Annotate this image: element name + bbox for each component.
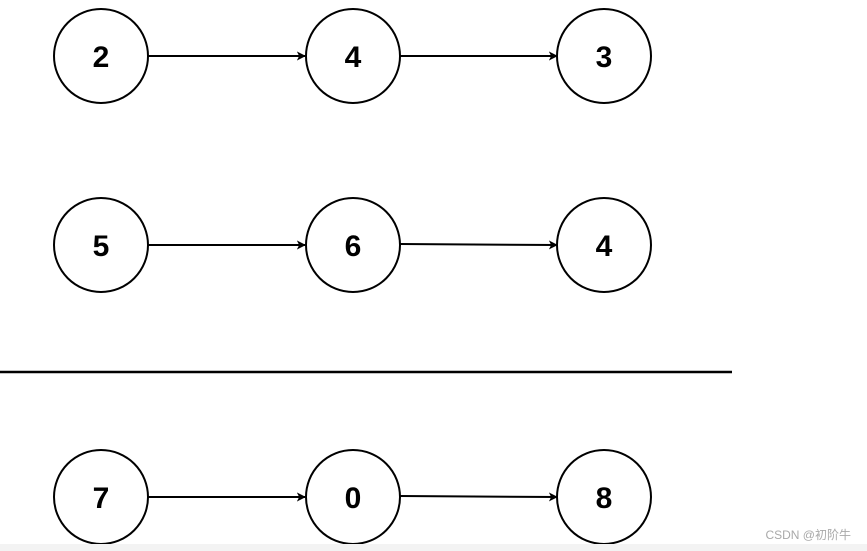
list-2: 5 6 4 [53, 197, 652, 293]
list-node: 3 [556, 8, 652, 104]
node-value: 4 [596, 230, 613, 263]
node-circle [53, 197, 149, 293]
node-value: 7 [93, 482, 110, 515]
node-value: 8 [596, 482, 613, 515]
list-node: 0 [305, 449, 401, 545]
list-node: 4 [556, 197, 652, 293]
list-node: 8 [556, 449, 652, 545]
list-1: 2 4 3 [53, 8, 652, 104]
bottom-strip [0, 544, 867, 551]
node-value: 6 [345, 230, 362, 263]
list-3: 7 0 8 [53, 449, 652, 545]
node-value: 2 [93, 41, 110, 74]
node-value: 3 [596, 41, 613, 74]
list-node: 2 [53, 8, 149, 104]
watermark-text: CSDN @初阶牛 [765, 528, 851, 542]
node-value: 0 [345, 482, 362, 515]
node-circle [305, 8, 401, 104]
node-circle [556, 8, 652, 104]
list-node: 6 [305, 197, 401, 293]
list-node: 5 [53, 197, 149, 293]
list-node: 4 [305, 8, 401, 104]
node-circle [53, 8, 149, 104]
arrow-2-2 [399, 240, 558, 250]
list-node: 7 [53, 449, 149, 545]
node-circle [305, 197, 401, 293]
node-value: 4 [345, 41, 362, 74]
arrow-3-2 [399, 492, 558, 502]
node-value: 5 [93, 230, 110, 263]
node-circle [556, 197, 652, 293]
